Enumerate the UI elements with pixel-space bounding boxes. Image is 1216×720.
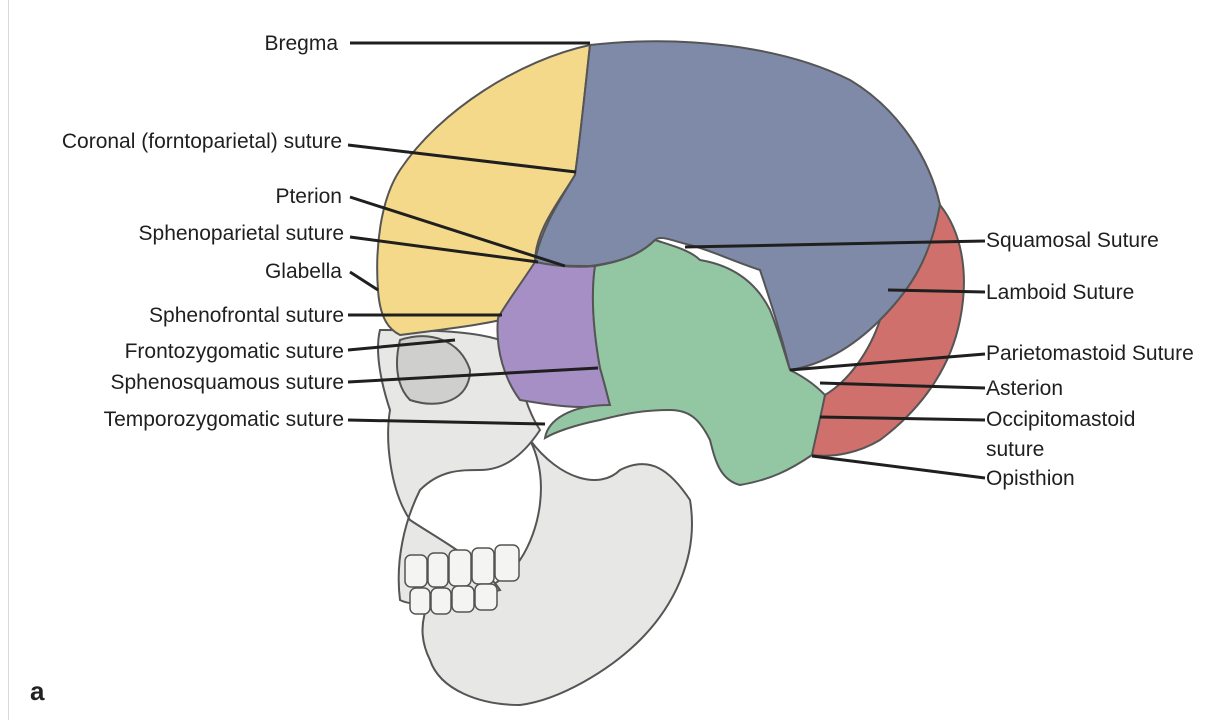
label-occipitomastoid-suture: suture <box>986 438 1045 461</box>
leader-lines-right <box>684 239 986 480</box>
label-sphenoparietal-suture: Sphenoparietal suture <box>138 222 344 245</box>
frame-border <box>8 0 9 720</box>
label-pterion: Pterion <box>275 185 342 208</box>
label-lamboid-suture: Lamboid Suture <box>986 281 1135 304</box>
label-sphenosquamous-suture: Sphenosquamous suture <box>110 371 345 394</box>
label-frontozygomatic-suture: Frontozygomatic suture <box>124 340 344 363</box>
label-temporozygomatic-suture: Temporozygomatic suture <box>103 408 344 431</box>
label-asterion: Asterion <box>986 377 1064 400</box>
label-opisthion: Opisthion <box>986 467 1075 490</box>
label-occipitomastoid: Occipitomastoid <box>986 408 1136 431</box>
temporal-bone <box>543 238 827 487</box>
label-bregma: Bregma <box>264 32 338 55</box>
label-glabella: Glabella <box>264 260 342 283</box>
label-squamosal-suture: Squamosal Suture <box>986 229 1159 252</box>
label-coronal-suture: Coronal (forntoparietal) suture <box>61 130 342 153</box>
panel-letter: a <box>30 676 45 706</box>
leader-lines-left <box>347 41 599 426</box>
label-parietomastoid-suture: Parietomastoid Suture <box>986 342 1194 365</box>
teeth <box>404 544 520 615</box>
label-sphenofrontal-suture: Sphenofrontal suture <box>149 304 344 327</box>
parietal-bone <box>533 40 942 372</box>
orbit <box>396 335 472 405</box>
